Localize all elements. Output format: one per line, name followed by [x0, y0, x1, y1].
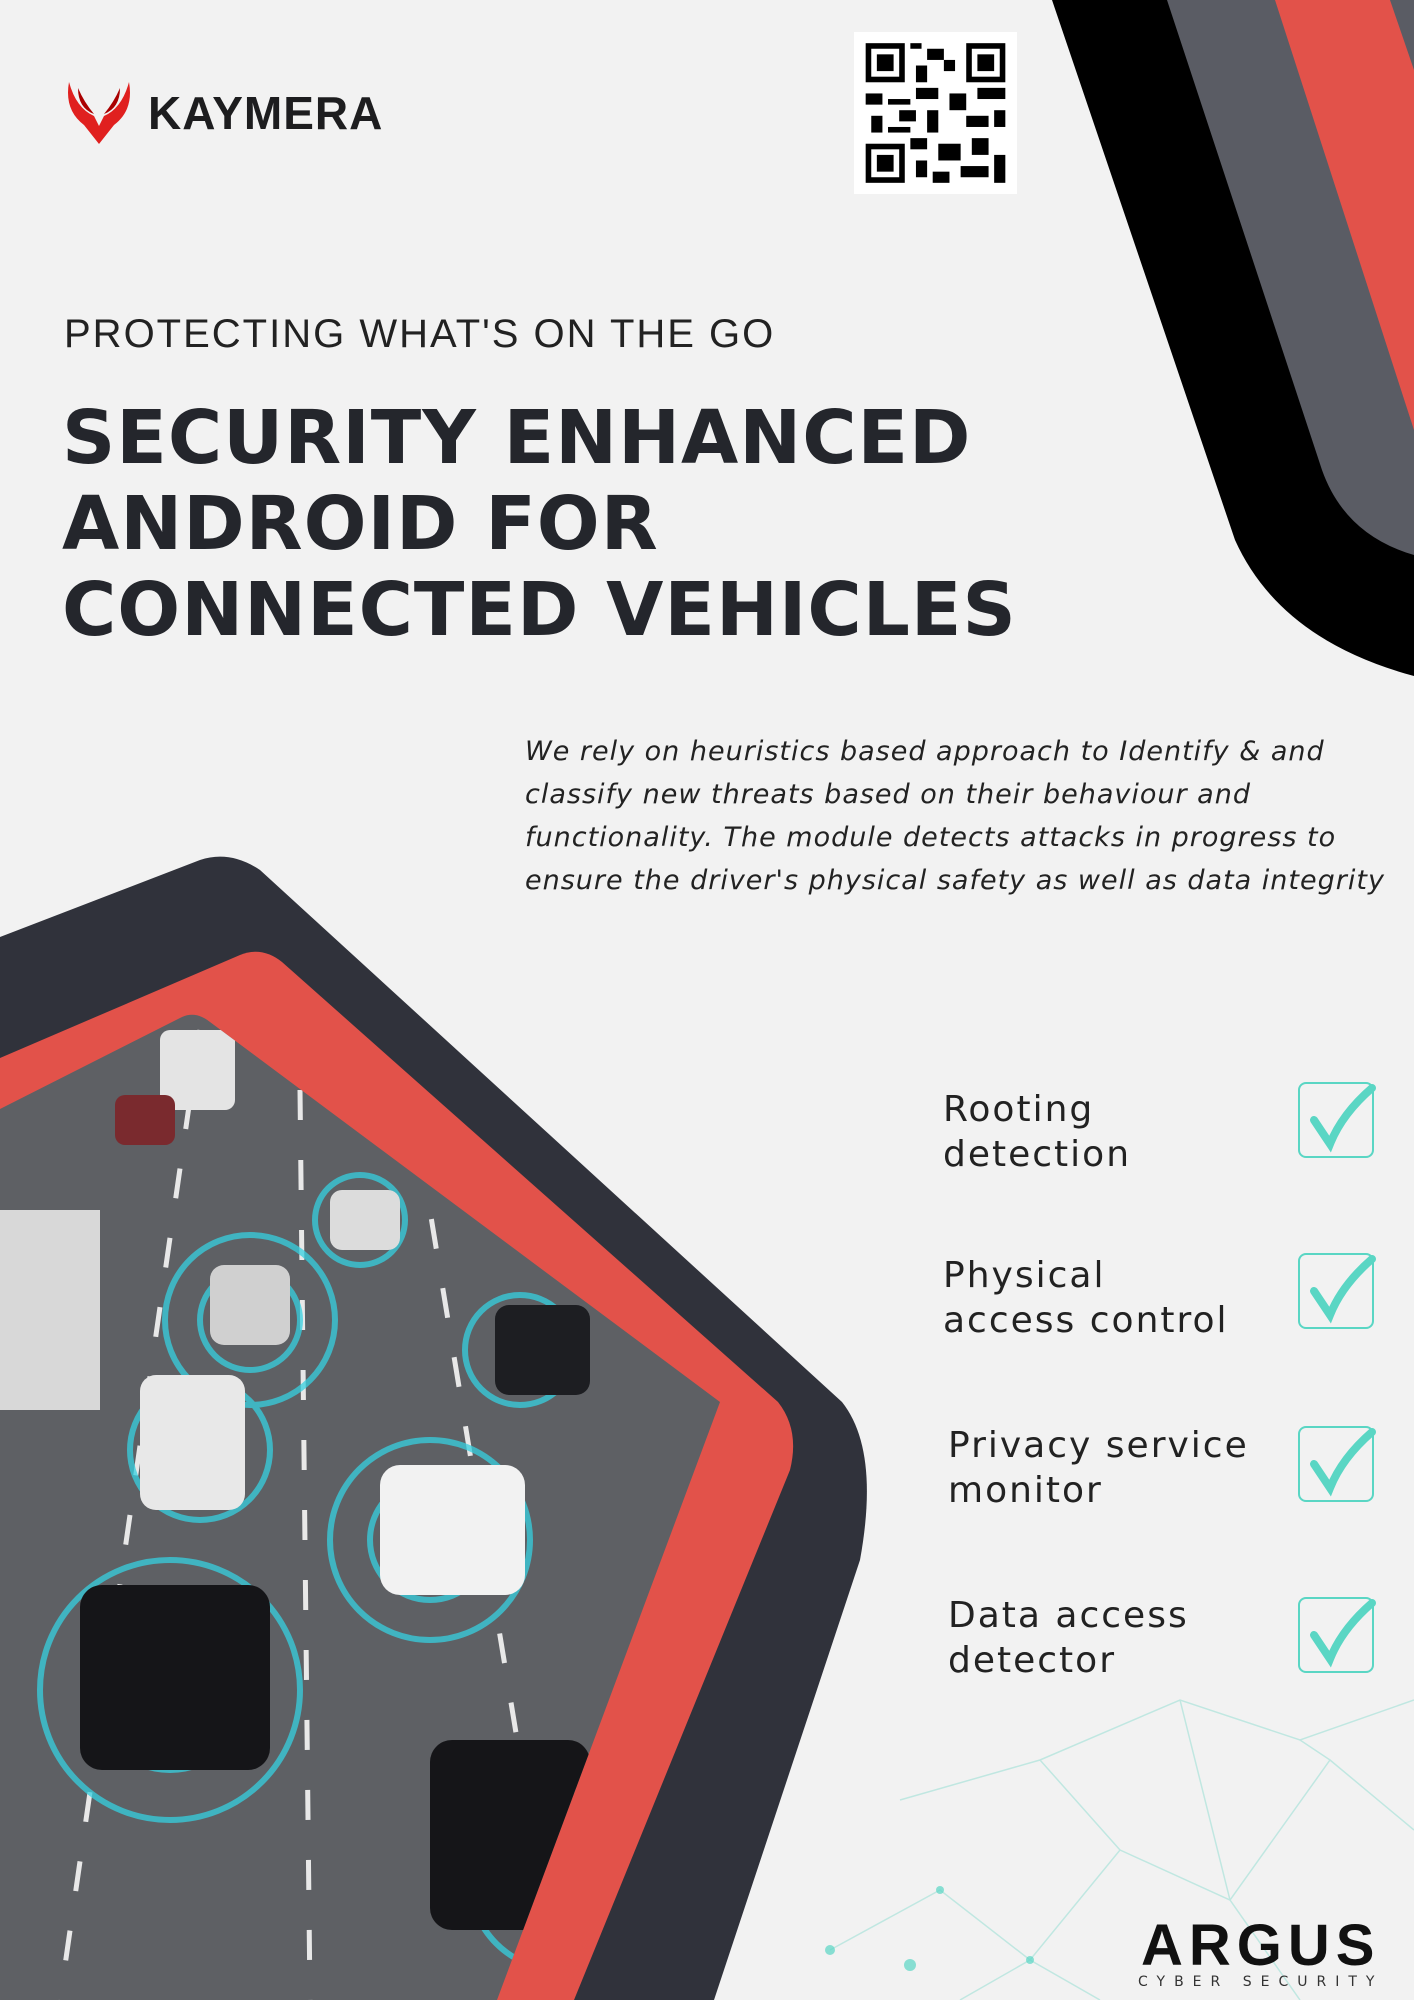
feature-label: Rooting [943, 1089, 1095, 1130]
qr-code-icon[interactable] [854, 32, 1017, 194]
feature-label: Data access [948, 1595, 1189, 1636]
feature-label: Physical [943, 1255, 1106, 1296]
brand-name: KAYMERA [148, 87, 384, 139]
cars [0, 1030, 590, 1930]
partner-tagline: CYBER SECURITY [1138, 1974, 1384, 1990]
checkbox-checked-icon [1298, 1597, 1376, 1673]
checkbox-checked-icon [1298, 1082, 1376, 1158]
feature-label: access control [943, 1300, 1229, 1341]
title-line: SECURITY ENHANCED [62, 395, 972, 481]
page-title: SECURITY ENHANCED ANDROID FOR CONNECTED … [62, 395, 1017, 653]
partner-name: ARGUS [1140, 1913, 1381, 1978]
argus-logo: ARGUS CYBER SECURITY [1138, 1913, 1384, 1991]
feature-label: Privacy service [948, 1425, 1249, 1466]
description: We rely on heuristics based approach to … [525, 736, 1385, 896]
checkbox-checked-icon [1298, 1253, 1376, 1329]
feature-label: monitor [948, 1470, 1103, 1511]
phoenix-icon [68, 82, 130, 144]
subtitle: PROTECTING WHAT'S ON THE GO [64, 312, 776, 356]
checkbox-checked-icon [1298, 1426, 1376, 1502]
red-stripe [1275, 0, 1414, 430]
feature-label: detector [948, 1640, 1116, 1681]
title-line: ANDROID FOR [62, 481, 659, 567]
feature-label: detection [943, 1134, 1132, 1175]
title-line: CONNECTED VEHICLES [62, 567, 1017, 653]
kaymera-logo: KAYMERA [64, 80, 383, 146]
